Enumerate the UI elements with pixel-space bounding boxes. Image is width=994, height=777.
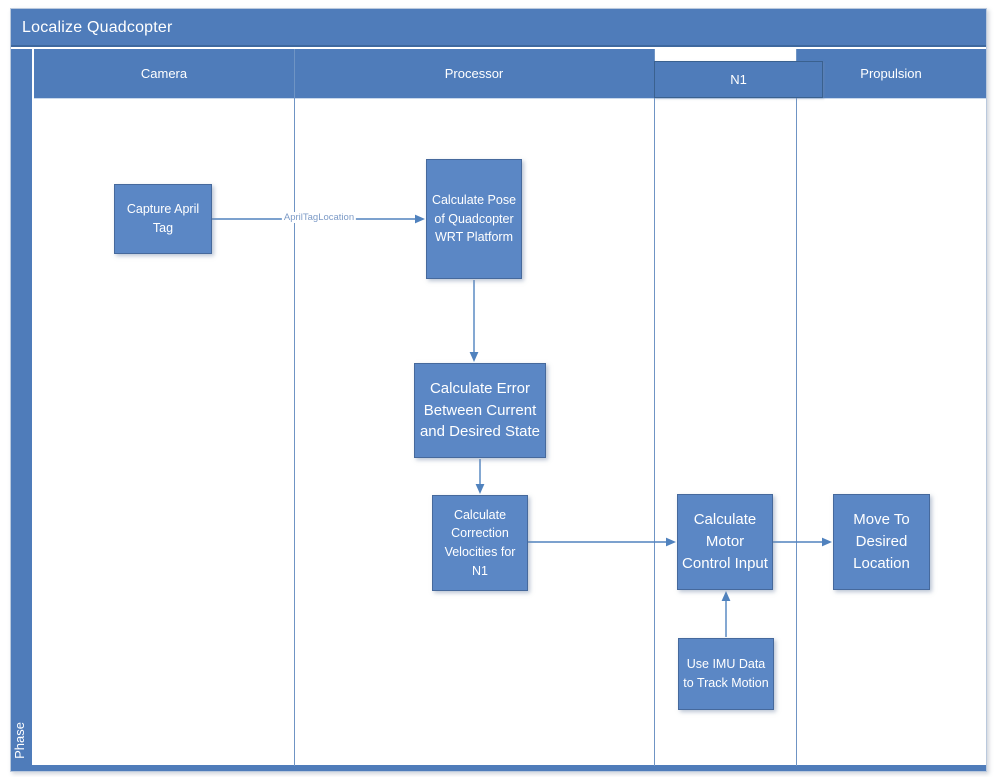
lane-divider [654, 49, 655, 766]
node-capture-april-tag[interactable]: Capture April Tag [114, 184, 212, 254]
node-calculate-correction-velocities[interactable]: Calculate Correction Velocities for N1 [432, 495, 528, 591]
swimlane-header-band: Camera Processor Propulsion [34, 49, 986, 99]
arrowhead [721, 591, 731, 601]
node-calculate-pose[interactable]: Calculate Pose of Quadcopter WRT Platfor… [426, 159, 522, 279]
node-move-to-desired-location[interactable]: Move To Desired Location [833, 494, 930, 590]
lane-divider [796, 49, 797, 766]
phase-strip: Phase [11, 49, 32, 765]
flowchart-canvas: Localize Quadcopter Camera Processor Pro… [10, 8, 987, 772]
container-bottom-bar [11, 765, 986, 771]
arrowhead [469, 352, 479, 362]
phase-label[interactable]: Phase [12, 722, 27, 759]
lane-header-n1-gap [655, 49, 796, 61]
lane-header-camera[interactable]: Camera [140, 66, 188, 81]
node-calculate-error[interactable]: Calculate Error Between Current and Desi… [414, 363, 546, 458]
lane-divider [294, 49, 295, 766]
lane-header-processor[interactable]: Processor [444, 66, 504, 81]
lane-header-propulsion[interactable]: Propulsion [860, 66, 922, 81]
lane-header-n1[interactable]: N1 [654, 61, 823, 98]
arrowhead [666, 537, 676, 547]
node-use-imu-data[interactable]: Use IMU Data to Track Motion [678, 638, 774, 710]
arrowhead [415, 214, 425, 224]
arrowhead [475, 484, 485, 494]
arrowhead [822, 537, 832, 547]
node-calculate-motor-control-input[interactable]: Calculate Motor Control Input [677, 494, 773, 590]
diagram-title[interactable]: Localize Quadcopter [11, 9, 986, 47]
connector-label-apriltaglocation: AprilTagLocation [281, 212, 357, 223]
